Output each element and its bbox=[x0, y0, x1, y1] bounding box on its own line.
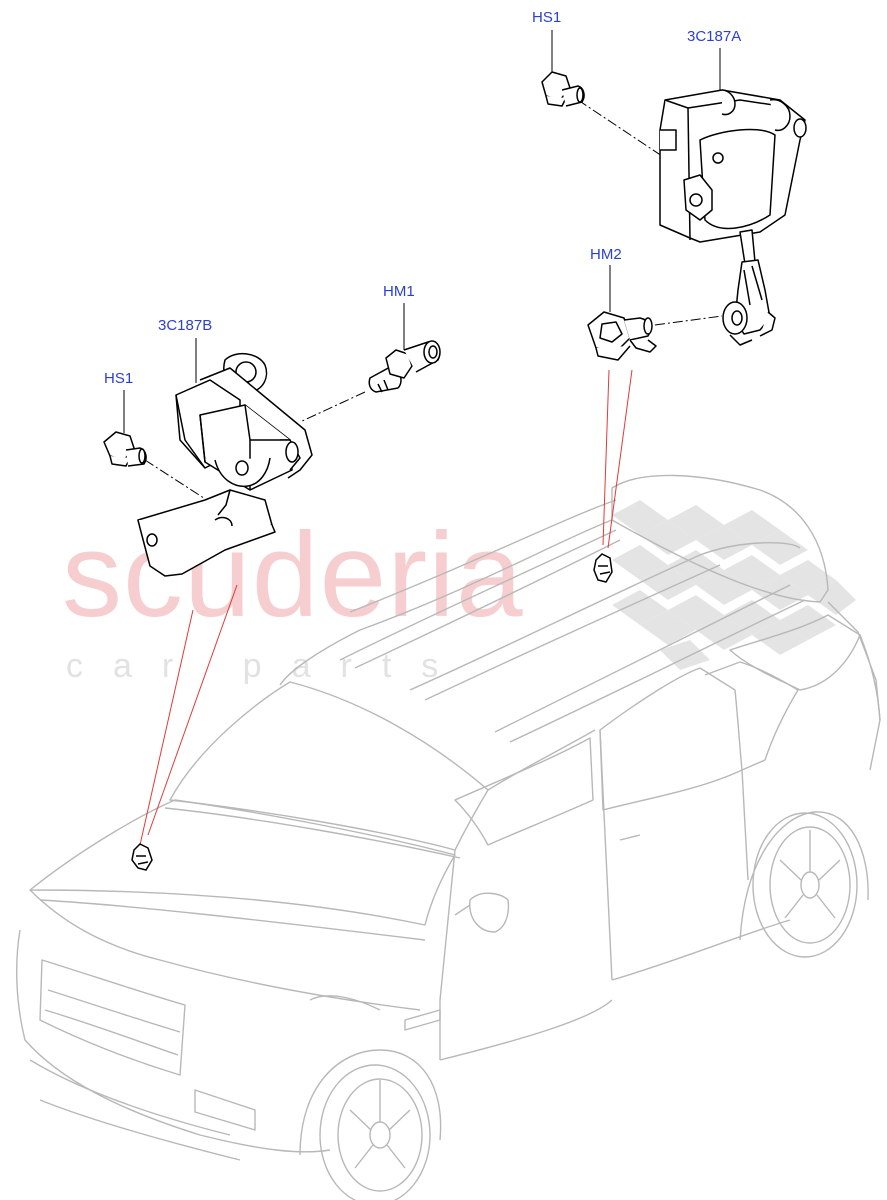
3c187a-height-sensor-icon bbox=[659, 89, 807, 346]
label-3c187b: 3C187B bbox=[158, 317, 213, 334]
checkered-flag-watermark bbox=[612, 500, 856, 670]
label-hs1-top: HS1 bbox=[532, 9, 562, 26]
hs1-bolt-top-icon bbox=[541, 71, 585, 107]
watermark-logo-text: scuderia bbox=[62, 508, 524, 642]
3c187b-height-sensor-icon bbox=[137, 353, 313, 577]
front-sensor-location-icon bbox=[131, 843, 153, 871]
location-leader-lines bbox=[139, 369, 633, 846]
label-hm2: HM2 bbox=[590, 246, 622, 263]
hm1-bolt-icon bbox=[368, 340, 441, 393]
hm2-nut-icon bbox=[587, 311, 657, 361]
rear-sensor-location-icon bbox=[593, 553, 613, 583]
hs1-bolt-left-icon bbox=[103, 431, 147, 467]
watermark-subtitle: car parts bbox=[66, 647, 469, 685]
label-hs1-left: HS1 bbox=[104, 370, 134, 387]
label-hm1: HM1 bbox=[383, 283, 415, 300]
label-3c187a: 3C187A bbox=[687, 28, 742, 45]
assembly-lines bbox=[144, 99, 723, 503]
vehicle-outline bbox=[16, 474, 881, 1200]
label-leaders bbox=[123, 30, 721, 433]
